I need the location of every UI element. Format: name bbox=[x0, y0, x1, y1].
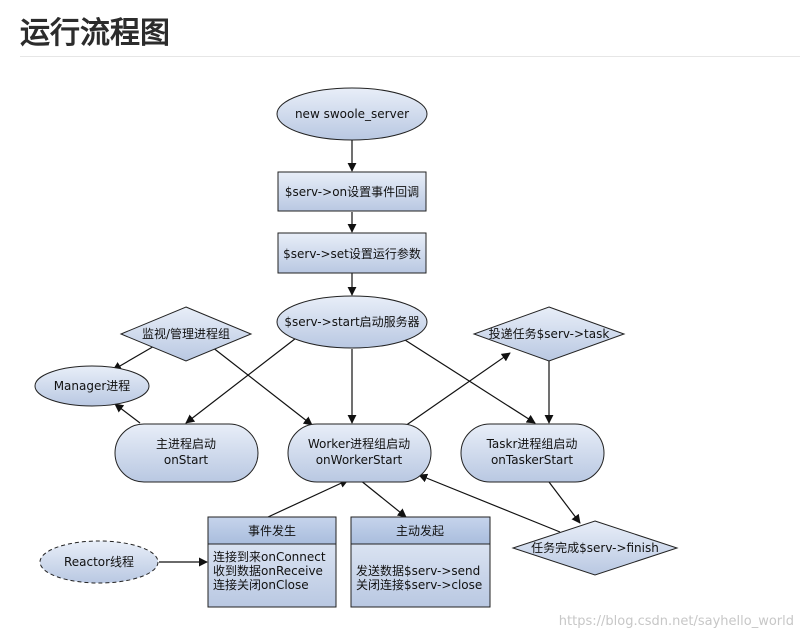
edge-worker-to-deliver bbox=[404, 352, 511, 427]
node-on-callbacks: $serv->on设置事件回调 bbox=[277, 171, 427, 212]
node-deliver-task: 投递任务$serv->task bbox=[472, 306, 626, 362]
node-events-line2: 收到数据onReceive bbox=[213, 563, 323, 578]
page-title: 运行流程图 bbox=[20, 16, 170, 51]
node-master-line2: onStart bbox=[164, 453, 209, 467]
node-master-line1: 主进程启动 bbox=[156, 436, 216, 451]
node-task-finish-label: 任务完成$serv->finish bbox=[531, 540, 659, 555]
node-task-worker-line2: onTaskerStart bbox=[491, 453, 573, 467]
node-deliver-task-label: 投递任务$serv->task bbox=[489, 326, 610, 341]
watermark: https://blog.csdn.net/sayhello_world bbox=[558, 614, 794, 629]
edges bbox=[112, 139, 581, 567]
edge-worker-to-active bbox=[359, 479, 407, 518]
node-task-finish: 任务完成$serv->finish bbox=[511, 520, 679, 576]
node-active: 主动发起 发送数据$serv->send 关闭连接$serv->close bbox=[350, 516, 491, 608]
node-events-line3: 连接关闭onClose bbox=[213, 577, 309, 592]
node-start: $serv->start启动服务器 bbox=[276, 295, 428, 349]
node-master: 主进程启动 onStart bbox=[114, 423, 259, 483]
edge-master-to-manager bbox=[114, 403, 141, 424]
edge-monitor-to-manager bbox=[112, 344, 157, 371]
title-divider bbox=[20, 56, 800, 57]
edge-monitor-to-worker bbox=[211, 346, 313, 426]
edge-start-to-master bbox=[185, 334, 301, 424]
edge-finish-to-worker bbox=[418, 473, 561, 533]
node-events-line1: 连接到来onConnect bbox=[213, 549, 326, 564]
node-worker-line1: Worker进程组启动 bbox=[308, 436, 410, 451]
edge-task-worker-to-finish bbox=[548, 481, 581, 524]
node-task-worker: Taskr进程组启动 onTaskerStart bbox=[460, 423, 605, 483]
node-new-server: new swoole_server bbox=[276, 87, 428, 141]
node-reactor-label: Reactor线程 bbox=[64, 554, 134, 569]
node-worker: Worker进程组启动 onWorkerStart bbox=[287, 423, 432, 483]
node-start-label: $serv->start启动服务器 bbox=[284, 314, 419, 329]
node-worker-line2: onWorkerStart bbox=[316, 453, 403, 467]
node-set-params: $serv->set设置运行参数 bbox=[277, 232, 427, 274]
node-monitor-label: 监视/管理进程组 bbox=[142, 326, 230, 341]
node-on-callbacks-label: $serv->on设置事件回调 bbox=[285, 185, 419, 199]
node-manager: Manager进程 bbox=[34, 365, 150, 407]
edge-events-to-worker bbox=[267, 479, 349, 518]
node-new-server-label: new swoole_server bbox=[295, 107, 409, 121]
node-task-worker-line1: Taskr进程组启动 bbox=[486, 436, 578, 451]
node-set-params-label: $serv->set设置运行参数 bbox=[283, 246, 421, 261]
node-manager-label: Manager进程 bbox=[54, 378, 131, 393]
node-monitor: 监视/管理进程组 bbox=[119, 306, 253, 362]
node-active-header: 主动发起 bbox=[396, 523, 444, 538]
node-events: 事件发生 连接到来onConnect 收到数据onReceive 连接关闭onC… bbox=[207, 516, 337, 608]
node-active-line1: 发送数据$serv->send bbox=[356, 563, 480, 578]
node-events-header: 事件发生 bbox=[248, 523, 296, 538]
node-reactor: Reactor线程 bbox=[39, 540, 159, 584]
node-active-line2: 关闭连接$serv->close bbox=[356, 577, 482, 592]
